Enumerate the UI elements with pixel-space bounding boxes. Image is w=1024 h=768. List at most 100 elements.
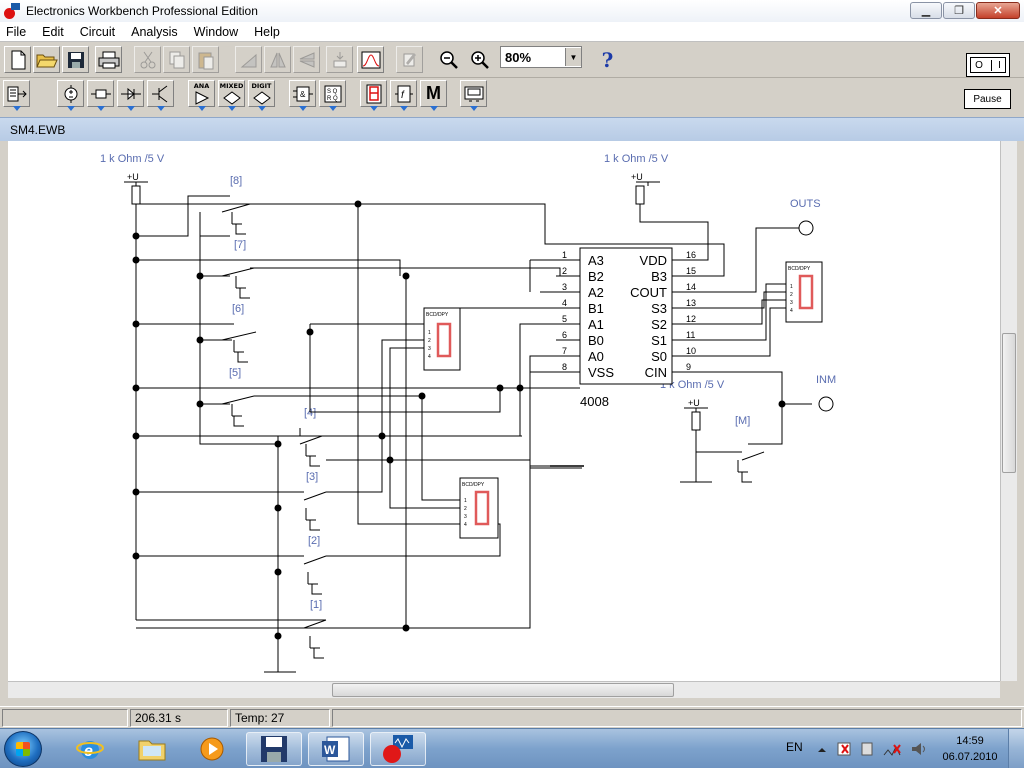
sources-bin-button[interactable] <box>57 80 84 111</box>
volume-icon <box>912 743 921 755</box>
menu-help[interactable]: Help <box>254 24 280 39</box>
vertical-scrollbar[interactable] <box>1000 141 1017 681</box>
switch-6[interactable] <box>233 340 248 363</box>
menu-circuit[interactable]: Circuit <box>79 24 116 39</box>
display-pin: 1 <box>464 498 467 504</box>
flip-horizontal-button[interactable] <box>264 46 291 73</box>
pause-button[interactable]: Pause <box>964 89 1011 109</box>
switch-key-6: [6] <box>232 303 244 315</box>
rotate-button[interactable] <box>235 46 262 73</box>
pin-number: 8 <box>562 362 567 372</box>
instruments-bin-button[interactable] <box>460 80 487 111</box>
close-button[interactable]: ✕ <box>976 2 1020 19</box>
output-terminal-outs[interactable] <box>798 220 814 236</box>
flipflop-icon: S QR Q <box>324 85 341 102</box>
resistor-3[interactable] <box>691 411 701 431</box>
taskbar-word[interactable]: W <box>308 732 364 766</box>
print-button[interactable] <box>95 46 122 73</box>
menu-analysis[interactable]: Analysis <box>131 24 178 39</box>
cut-button[interactable] <box>134 46 161 73</box>
circuit-canvas[interactable]: 1 k Ohm /5 V 1 k Ohm /5 V 1 k Ohm /5 V [… <box>8 141 1000 681</box>
transistors-bin-button[interactable] <box>147 80 174 111</box>
display-pin: 4 <box>790 308 793 314</box>
analog-ics-bin-button[interactable]: ANA <box>188 80 215 111</box>
diodes-bin-button[interactable] <box>117 80 144 111</box>
new-file-button[interactable] <box>4 46 31 73</box>
switch-2[interactable] <box>307 572 322 595</box>
controls-bin-button[interactable]: f <box>390 80 417 111</box>
chip-pin-label: B3 <box>651 269 667 284</box>
start-button[interactable] <box>4 731 42 767</box>
menu-window[interactable]: Window <box>193 24 239 39</box>
status-cell-message <box>2 709 128 727</box>
resistor-1[interactable] <box>131 185 141 205</box>
show-desktop-button[interactable] <box>1008 729 1024 768</box>
copy-icon <box>169 51 184 68</box>
switch-7[interactable] <box>235 276 250 299</box>
bcd-display-1[interactable]: BCD/DPY 1 2 3 4 <box>423 307 461 371</box>
power-switch[interactable]: O I <box>966 53 1010 77</box>
taskbar-electronics-workbench[interactable] <box>370 732 426 766</box>
menu-edit[interactable]: Edit <box>42 24 64 39</box>
paste-icon <box>198 52 213 69</box>
resistor-2[interactable] <box>635 185 645 205</box>
component-properties-button[interactable] <box>396 46 423 73</box>
horizontal-scroll-thumb[interactable] <box>332 683 674 697</box>
chip-4008[interactable]: 1 2 3 4 5 6 7 8 16 15 14 13 12 11 10 9 <box>556 247 700 409</box>
input-language[interactable]: EN <box>786 740 803 754</box>
switch-8[interactable] <box>231 212 246 235</box>
taskbar-explorer[interactable] <box>124 732 180 766</box>
subcircuit-button[interactable] <box>326 46 353 73</box>
help-button[interactable]: ? <box>594 46 621 73</box>
open-file-button[interactable] <box>33 46 60 73</box>
maximize-button[interactable]: ❐ <box>943 2 975 19</box>
pin-number: 3 <box>562 282 567 292</box>
display-label: BCD/DPY <box>788 266 811 272</box>
function-block-icon: f <box>394 85 413 102</box>
vertical-scroll-thumb[interactable] <box>1002 333 1016 473</box>
switch-key-4: [4] <box>304 407 316 419</box>
display-pin: 2 <box>790 292 793 298</box>
device-icon <box>861 742 873 756</box>
source-icon <box>64 84 77 103</box>
pin-number: 15 <box>686 266 696 276</box>
logic-gates-bin-button[interactable]: & <box>289 80 316 111</box>
switch-4[interactable] <box>305 444 320 467</box>
switch-3[interactable] <box>305 508 320 531</box>
save-button[interactable] <box>62 46 89 73</box>
chevron-down-icon[interactable]: ▼ <box>565 48 581 66</box>
system-clock[interactable]: 14:59 06.07.2010 <box>940 733 1000 765</box>
taskbar-save-app[interactable] <box>246 732 302 766</box>
zoom-select[interactable]: 80% ▼ <box>500 46 582 68</box>
taskbar-ie[interactable]: e <box>62 732 118 766</box>
switch-1[interactable] <box>309 636 324 659</box>
horizontal-scrollbar[interactable] <box>8 681 1000 698</box>
app-icon <box>4 3 20 19</box>
miscellaneous-bin-button[interactable]: M <box>420 80 447 111</box>
favorites-bin-button[interactable] <box>3 80 30 111</box>
zoom-in-button[interactable] <box>466 46 493 73</box>
switch-5[interactable] <box>231 404 244 427</box>
taskbar-media-player[interactable] <box>184 732 240 766</box>
mixed-ics-bin-button[interactable]: MIXED <box>218 80 245 111</box>
digital-bin-label: DIGIT <box>251 82 272 90</box>
chip-pin-label: A1 <box>588 317 604 332</box>
display-pin: 4 <box>464 522 467 528</box>
menu-file[interactable]: File <box>6 24 27 39</box>
digital-ics-bin-button[interactable]: DIGIT <box>248 80 275 111</box>
indicators-bin-button[interactable] <box>360 80 387 111</box>
switch-m[interactable] <box>737 460 752 483</box>
output-terminal-inm[interactable] <box>818 396 834 412</box>
basic-bin-button[interactable] <box>87 80 114 111</box>
bcd-display-2[interactable]: BCD/DPY 1 2 3 4 <box>459 477 499 539</box>
display-pin: 3 <box>428 346 431 352</box>
graph-button[interactable] <box>357 46 384 73</box>
paste-button[interactable] <box>192 46 219 73</box>
minimize-button[interactable]: ▁ <box>910 2 942 19</box>
copy-button[interactable] <box>163 46 190 73</box>
flip-vertical-icon <box>299 51 314 68</box>
bcd-display-3[interactable]: BCD/DPY 1 2 3 4 <box>785 261 823 323</box>
flip-vertical-button[interactable] <box>293 46 320 73</box>
zoom-out-button[interactable] <box>435 46 462 73</box>
